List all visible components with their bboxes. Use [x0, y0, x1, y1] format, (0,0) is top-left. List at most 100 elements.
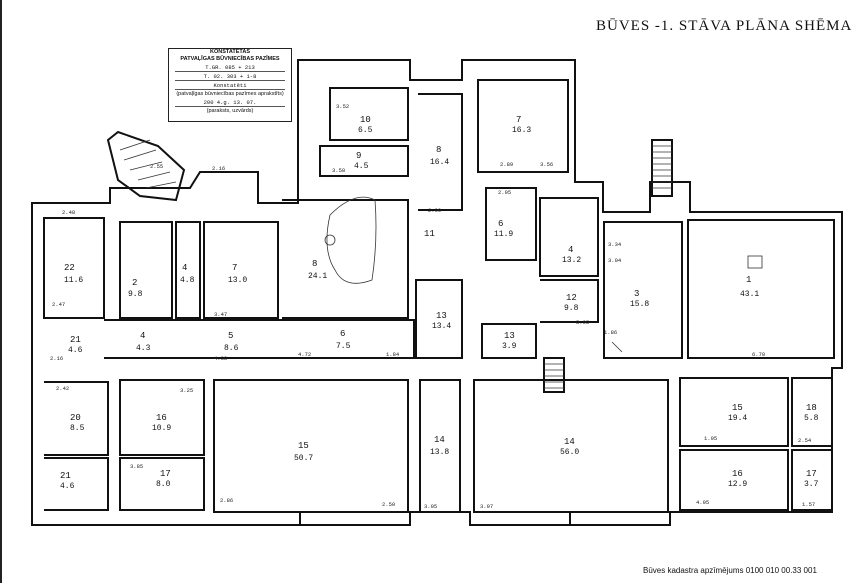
wall-room-7-top [477, 79, 569, 173]
wall-room-17-right [791, 449, 833, 511]
dim-label: 2.42 [56, 385, 69, 392]
room-label-6: 6 [340, 329, 345, 339]
room-label-11: 11 [424, 229, 435, 239]
staircase-left [106, 130, 186, 202]
stair-treads-bottom [544, 363, 564, 389]
binding-margin-line [0, 0, 2, 583]
room-area-10: 6.5 [358, 126, 373, 135]
room-label-14: 14 [434, 435, 445, 445]
room-area-16: 10.9 [152, 424, 171, 433]
wall-room-4-left [175, 221, 201, 319]
room-label-18: 18 [806, 403, 817, 413]
room-area-8: 24.1 [308, 272, 327, 281]
wall-room-6-mid [485, 187, 537, 261]
wall-room-10 [329, 87, 409, 141]
wall-room-20 [44, 381, 109, 456]
room-area-4b: 13.2 [562, 256, 581, 265]
room-area-8b: 16.4 [430, 158, 449, 167]
dim-label: 2.16 [212, 165, 225, 172]
wall-room-9 [319, 145, 409, 177]
wall-left-wing [43, 217, 105, 319]
room-area-22: 11.6 [64, 276, 83, 285]
dim-label: 3.52 [336, 103, 349, 110]
room-area-5: 8.6 [224, 344, 239, 353]
staircase-bottom [543, 357, 565, 393]
inspection-stamp: KONSTATĒTAS PATVAĻĪGAS BŪVNIECĪBAS PAZĪM… [168, 48, 292, 122]
room-label-21: 21 [60, 471, 71, 481]
room-area-9: 4.5 [354, 162, 369, 171]
wall-room-14-small [419, 379, 461, 513]
stair-treads-left [119, 139, 177, 189]
room-label-3: 3 [634, 289, 639, 299]
wall-room-1 [687, 219, 835, 359]
room-label-10: 10 [360, 115, 371, 125]
wall-room-16-left [119, 379, 205, 456]
room-area-17: 8.0 [156, 480, 171, 489]
room-label-13b: 13 [504, 331, 515, 341]
room-label-21-corr: 21 [70, 335, 81, 345]
wall-room-13-small [481, 323, 537, 359]
dim-label: 2.47 [52, 301, 65, 308]
stamp-signer-caption: (paraksts, uzvārds) [206, 108, 254, 114]
wall-room-15-right [679, 377, 789, 447]
stamp-subheading: PATVAĻĪGAS BŪVNIECĪBAS PAZĪMES [180, 56, 280, 62]
wall-room-16-right [679, 449, 789, 511]
dim-label: 3.34 [608, 241, 622, 248]
room-area-7b: 16.3 [512, 126, 531, 135]
stamp-caption: (patvaļīgas būvniecības pazīmes aprakstī… [176, 91, 284, 97]
wall-room-2-left [119, 221, 173, 319]
room-label-8: 8 [312, 259, 317, 269]
room-area-12: 9.8 [564, 304, 579, 313]
dim-label: 6.70 [752, 351, 765, 358]
room-label-9: 9 [356, 151, 361, 161]
dim-label: 1.84 [386, 351, 400, 358]
dim-label: 3.97 [480, 503, 493, 510]
dim-label: 2.55 [150, 163, 163, 170]
dim-label: 2.54 [798, 437, 812, 444]
stamp-heading: KONSTATĒTAS [209, 49, 251, 55]
stamp-line-2: T. 02. 303 + 1-8 [175, 73, 285, 81]
room-area-1: 43.1 [740, 290, 759, 299]
stair-treads-right [652, 145, 672, 189]
room-label-6b: 6 [498, 219, 503, 229]
wall-room-3 [603, 221, 683, 359]
room-area-7: 13.0 [228, 276, 247, 285]
room-area-3: 15.8 [630, 300, 649, 309]
room-area-4c: 4.3 [136, 344, 151, 353]
diag-arrow-1 [611, 341, 623, 353]
room-area-14: 13.8 [430, 448, 449, 457]
room-label-1: 1 [746, 275, 751, 285]
dim-label: 4.38 [214, 355, 227, 362]
room-label-20: 20 [70, 413, 81, 423]
wall-corridor [104, 319, 415, 359]
room-area-21-corr: 4.6 [68, 346, 83, 355]
room-label-14b: 14 [564, 437, 575, 447]
wall-room-13-mid [415, 279, 463, 359]
dim-label: 3.85 [130, 463, 143, 470]
room-label-7: 7 [232, 263, 237, 273]
room-label-4c: 4 [140, 331, 145, 341]
staircase-right [651, 139, 673, 197]
room-area-18: 5.8 [804, 414, 819, 423]
wall-room-15-big [213, 379, 409, 513]
room-label-4a: 4 [182, 263, 187, 273]
room-label-16: 16 [156, 413, 167, 423]
room-label-8b: 8 [436, 145, 441, 155]
room-area-13b: 3.9 [502, 342, 517, 351]
stamp-line-1: T.GR. 085 + 213 [175, 64, 285, 72]
building-outline [31, 59, 843, 526]
stair-exit-bottom-left [520, 511, 571, 525]
dim-label: 3.47 [214, 311, 227, 318]
room-area-6b: 11.9 [494, 230, 513, 239]
room-label-13: 13 [436, 311, 447, 321]
wall-room-8-shaft [418, 93, 463, 211]
dim-label: 1.95 [704, 435, 717, 442]
room-area-21: 4.6 [60, 482, 75, 491]
wall-room-14-big [473, 379, 669, 513]
room-label-4b: 4 [568, 245, 573, 255]
cadastral-footer: Būves kadastra apzīmējums 0100 010 00.33… [643, 566, 817, 575]
page-title: BŪVES -1. STĀVA PLĀNA SHĒMA [596, 18, 853, 34]
room-label-22: 22 [64, 263, 75, 273]
room-area-14b: 56.0 [560, 448, 579, 457]
